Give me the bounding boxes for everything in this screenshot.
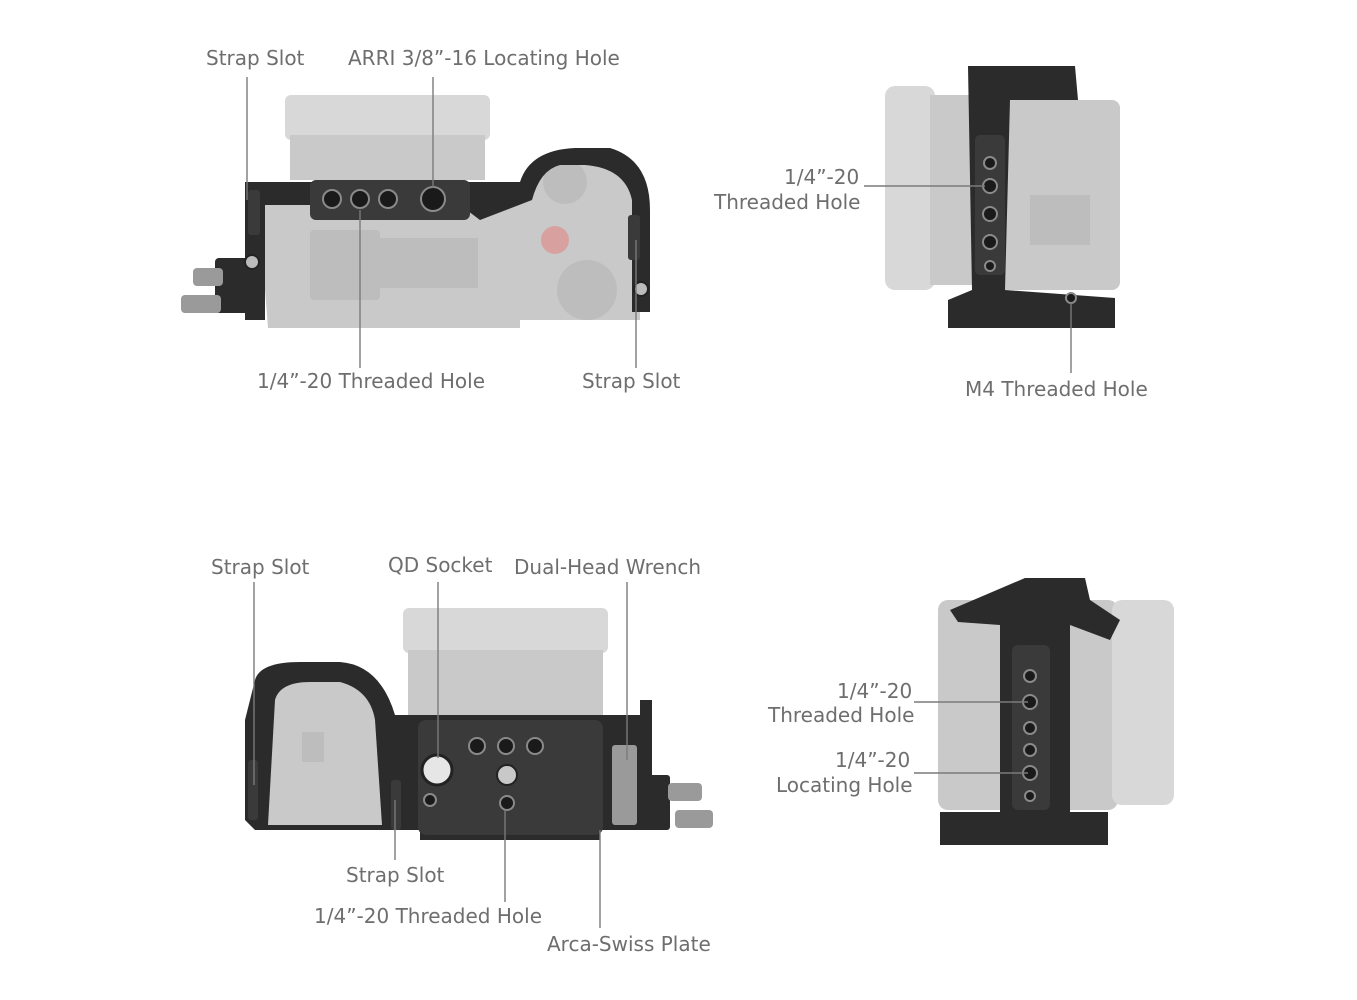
side-left-hole-3: [1023, 721, 1037, 735]
top-strap-slot-right: [628, 215, 640, 260]
top-lens-rim: [285, 95, 490, 140]
bottom-battery-door: [268, 682, 382, 825]
bottom-hole-3: [526, 737, 544, 755]
bottom-view: Strap Slot QD Socket Dual-Head Wrench St…: [211, 553, 713, 956]
label-top-strap-slot-right: Strap Slot: [582, 369, 681, 393]
bottom-lens-rim: [403, 608, 608, 653]
top-screw-right: [633, 281, 649, 297]
bottom-lens-body: [408, 650, 603, 715]
side-right-hole-3: [982, 206, 998, 222]
label-side-right-threaded-2: Threaded Hole: [713, 190, 860, 214]
side-left-lens: [1112, 600, 1174, 805]
label-side-right-m4-hole: M4 Threaded Hole: [965, 377, 1148, 401]
label-side-left-threaded-2: Threaded Hole: [767, 703, 914, 727]
top-hole-1: [322, 189, 342, 209]
top-rod-clamp: [215, 258, 265, 313]
top-hotshoe: [310, 230, 380, 300]
side-left-view: 1/4”-20 Threaded Hole 1/4”-20 Locating H…: [767, 578, 1174, 845]
bottom-strap-slot-left: [248, 760, 258, 820]
side-right-hole-2: [982, 178, 998, 194]
side-left-hole-4: [1023, 743, 1037, 757]
label-side-right-threaded-1: 1/4”-20: [784, 165, 859, 189]
side-right-lens: [885, 86, 935, 290]
top-hole-2: [350, 189, 370, 209]
side-right-hole-1: [983, 156, 997, 170]
top-strap-slot-left: [248, 190, 260, 235]
label-bottom-threaded-hole: 1/4”-20 Threaded Hole: [314, 904, 542, 928]
bottom-strap-slot-bottom: [391, 780, 401, 830]
label-bottom-strap-slot-bottom: Strap Slot: [346, 863, 445, 887]
top-hole-3: [378, 189, 398, 209]
top-mode-dial: [543, 160, 587, 204]
side-right-view: 1/4”-20 Threaded Hole M4 Threaded Hole: [713, 66, 1148, 401]
label-top-strap-slot-left: Strap Slot: [206, 46, 305, 70]
bottom-threaded-hole: [499, 795, 515, 811]
bottom-screw: [496, 764, 518, 786]
top-arri-hole: [420, 186, 446, 212]
top-lens-body: [290, 135, 485, 180]
bottom-qd-socket: [420, 753, 454, 787]
side-right-m4-hole: [1065, 292, 1077, 304]
label-bottom-qd-socket: QD Socket: [388, 553, 493, 577]
bottom-rod-2: [675, 810, 713, 828]
label-top-threaded-hole: 1/4”-20 Threaded Hole: [257, 369, 485, 393]
top-rod-1: [193, 268, 223, 286]
bottom-wrench: [612, 745, 637, 825]
label-side-left-locating-2: Locating Hole: [776, 773, 913, 797]
top-screw-left: [244, 254, 260, 270]
label-top-arri-hole: ARRI 3/8”-16 Locating Hole: [348, 46, 620, 70]
side-left-hole-6: [1024, 790, 1036, 802]
bottom-hole-4: [423, 793, 437, 807]
side-right-door: [1030, 195, 1090, 245]
label-bottom-arca-plate: Arca-Swiss Plate: [547, 932, 711, 956]
bottom-rod-1: [668, 783, 702, 801]
label-bottom-wrench: Dual-Head Wrench: [514, 555, 701, 579]
side-right-hole-4: [982, 234, 998, 250]
bottom-rod-clamp: [640, 775, 670, 830]
label-bottom-strap-slot-top: Strap Slot: [211, 555, 310, 579]
top-grip-area: [378, 238, 478, 288]
bottom-hole-2: [497, 737, 515, 755]
label-side-left-locating-1: 1/4”-20: [835, 748, 910, 772]
side-right-hole-5: [984, 260, 996, 272]
side-left-hole-1: [1023, 669, 1037, 683]
bottom-latch: [302, 732, 324, 762]
top-record-button: [541, 226, 569, 254]
label-side-left-threaded-1: 1/4”-20: [837, 679, 912, 703]
top-rear-dial: [557, 260, 617, 320]
top-view: Strap Slot ARRI 3/8”-16 Locating Hole 1/…: [181, 46, 681, 393]
bottom-hole-1: [468, 737, 486, 755]
top-rod-2: [181, 295, 221, 313]
